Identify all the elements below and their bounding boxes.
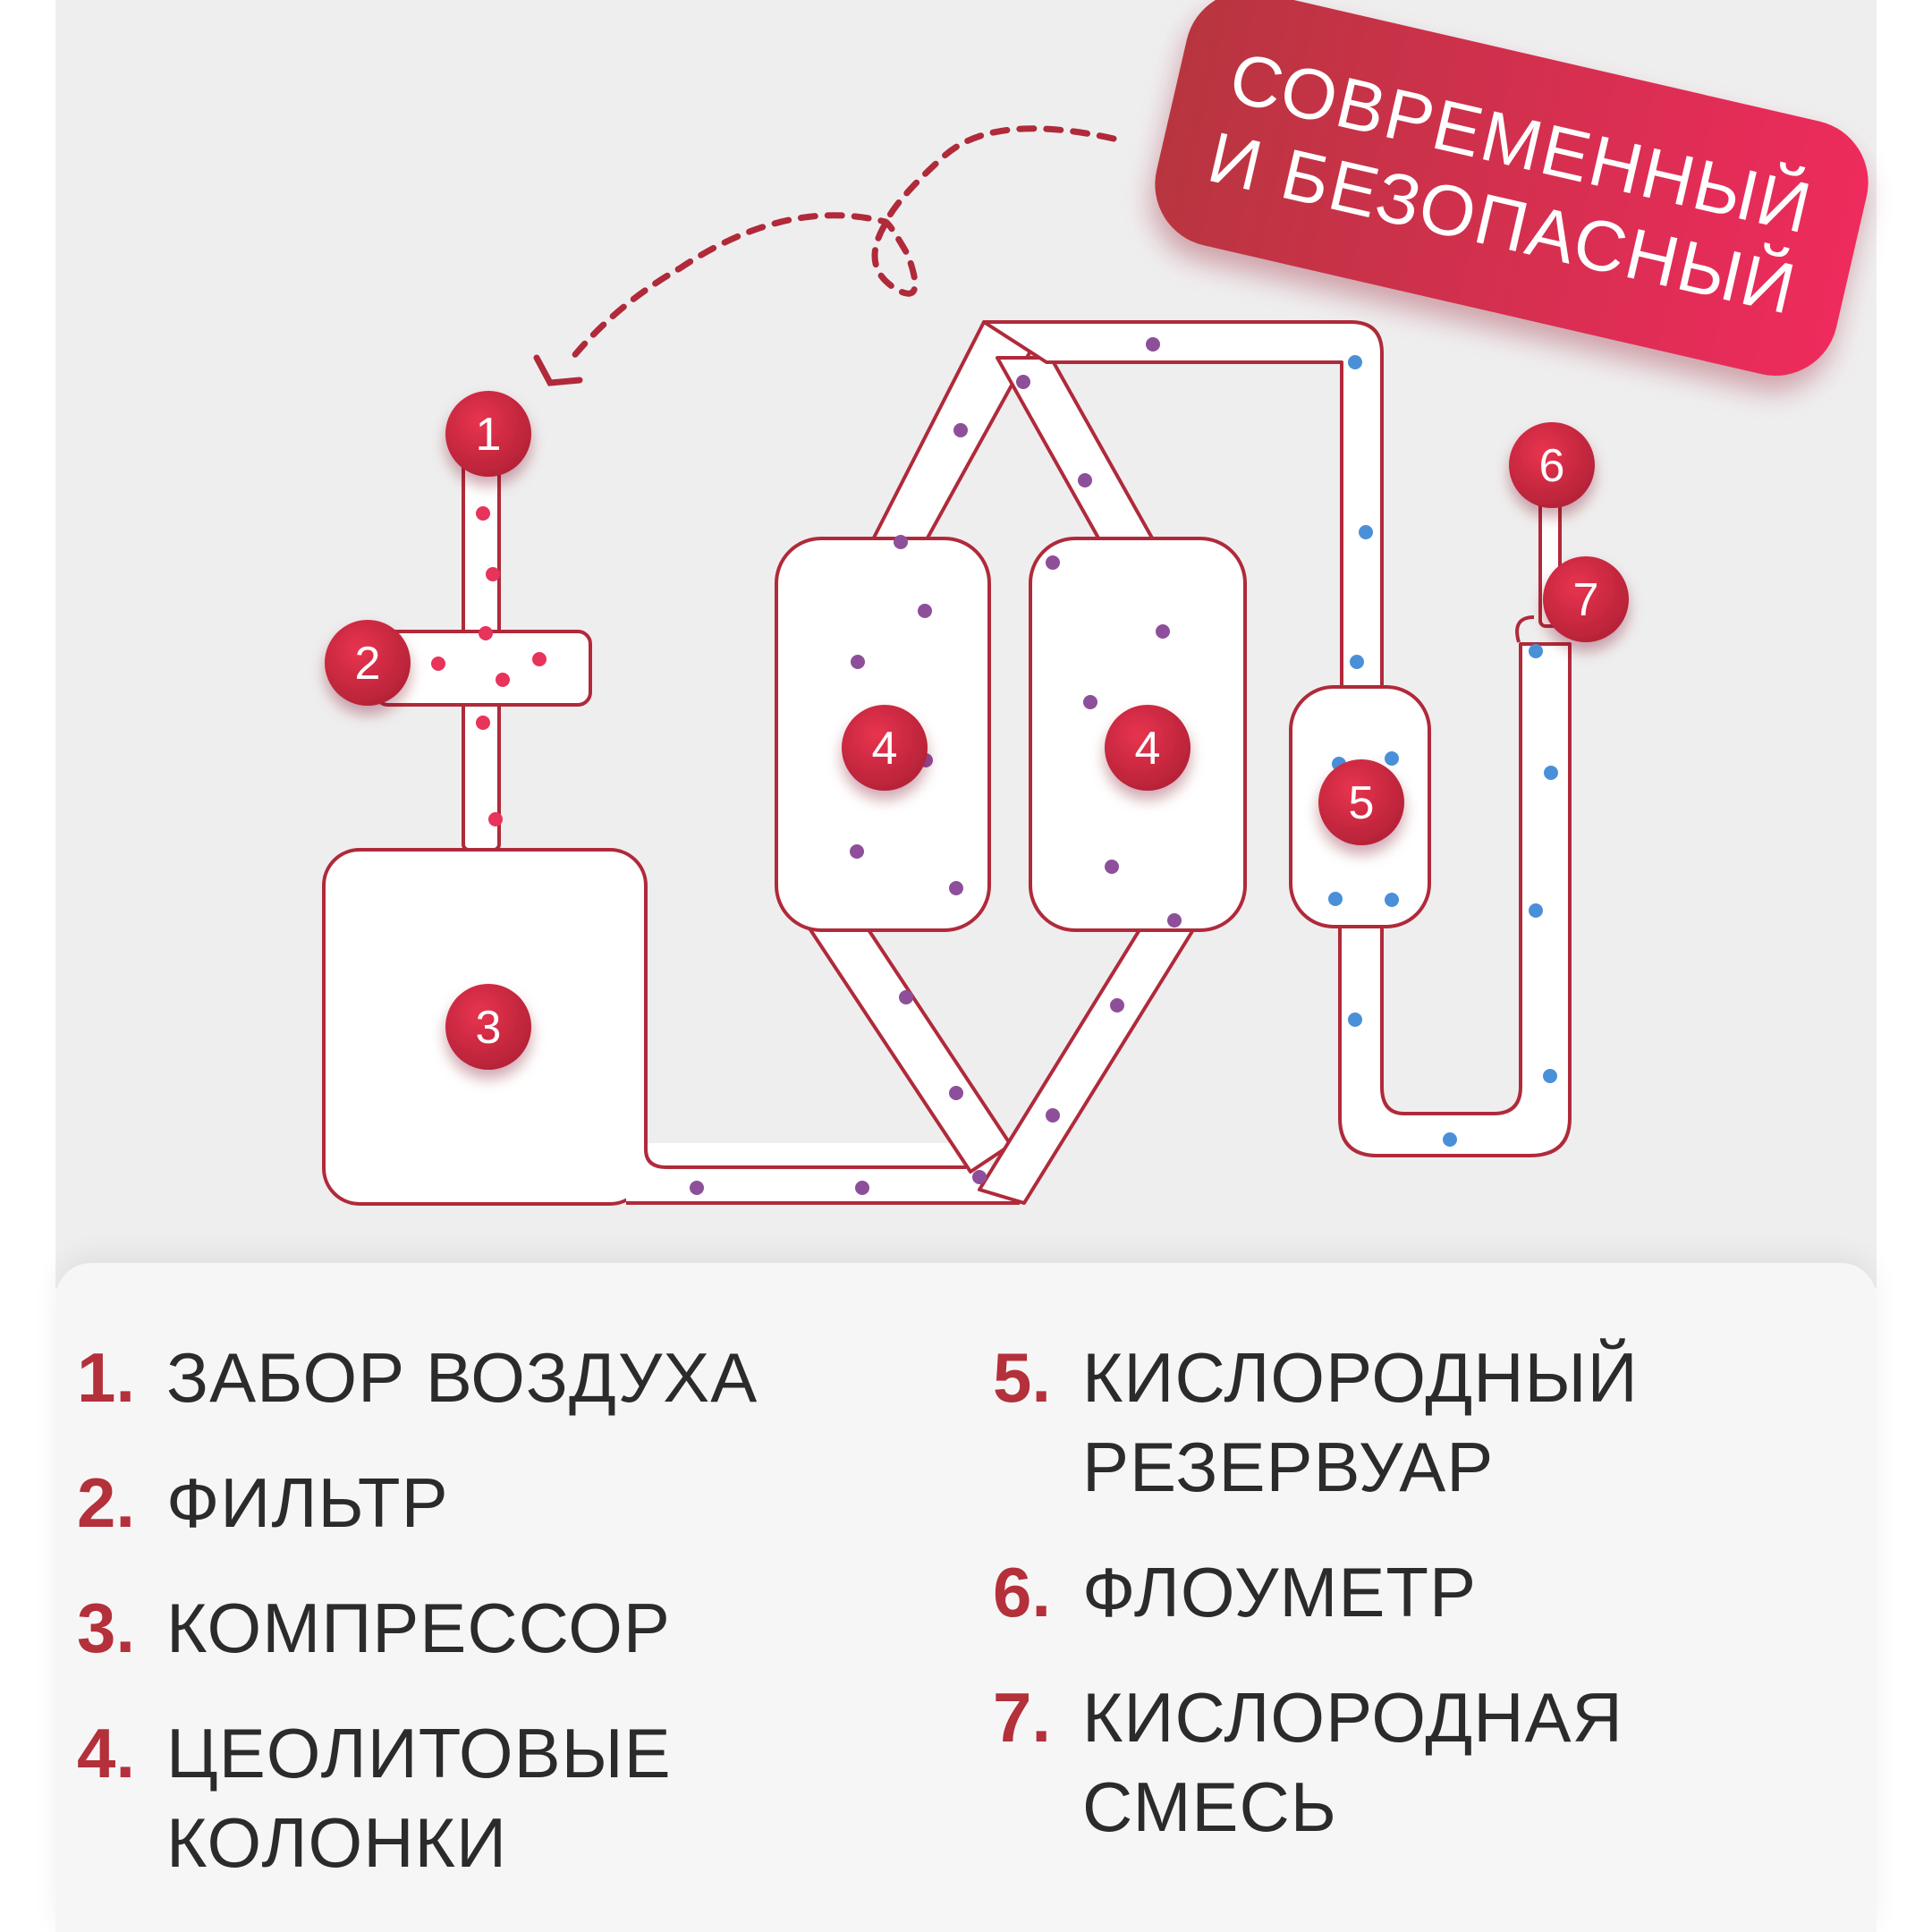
marker-3: 3: [445, 984, 531, 1070]
legend-number: 7.: [993, 1678, 1052, 1757]
marker-4-left: 4: [842, 705, 928, 791]
legend-label: ФИЛЬТР: [166, 1463, 449, 1542]
legend-number: 1.: [77, 1338, 136, 1417]
lower-left-pipe: [808, 927, 1013, 1174]
marker-4-right: 4: [1105, 705, 1191, 791]
legend-left: 1. ЗАБОР ВОЗДУХА 2. ФИЛЬТР 3. КОМПРЕССОР…: [77, 1333, 758, 1923]
legend-item: 4. ЦЕОЛИТОВЫЕ КОЛОНКИ: [77, 1708, 758, 1887]
oxygen-particles: [1328, 355, 1558, 1147]
legend-item: 2. ФИЛЬТР: [77, 1458, 758, 1547]
legend-label: КИСЛОРОДНЫЙ РЕЗЕРВУАР: [1082, 1338, 1639, 1506]
legend-label: КИСЛОРОДНАЯ СМЕСЬ: [1082, 1678, 1623, 1846]
legend-number: 4.: [77, 1714, 136, 1792]
legend-label: ЦЕОЛИТОВЫЕ КОЛОНКИ: [166, 1714, 672, 1882]
legend-number: 6.: [993, 1553, 1052, 1631]
legend-item: 3. КОМПРЕССОР: [77, 1583, 758, 1673]
legend-number: 5.: [993, 1338, 1052, 1417]
legend-item: 6. ФЛОУМЕТР: [993, 1547, 1639, 1637]
outlet-u-pipe: [1338, 642, 1572, 1157]
air-particles: [431, 506, 547, 826]
marker-2: 2: [325, 620, 411, 706]
legend-item: 5. КИСЛОРОДНЫЙ РЕЗЕРВУАР: [993, 1333, 1639, 1512]
top-pipe: [982, 320, 1384, 691]
oxygen-concentrator-diagram: 1 2 3 4 4 5 6 7: [322, 125, 1629, 1206]
svg-text:4: 4: [872, 723, 898, 775]
svg-text:2: 2: [355, 638, 381, 690]
legend-label: КОМПРЕССОР: [166, 1589, 671, 1667]
legend-label: ЗАБОР ВОЗДУХА: [166, 1338, 758, 1417]
svg-text:6: 6: [1539, 440, 1565, 492]
svg-text:7: 7: [1573, 574, 1599, 626]
mixed-particles: [690, 337, 1182, 1195]
svg-text:5: 5: [1349, 777, 1375, 829]
marker-5: 5: [1318, 759, 1404, 845]
marker-6: 6: [1509, 422, 1595, 508]
legend-label: ФЛОУМЕТР: [1082, 1553, 1478, 1631]
svg-text:3: 3: [476, 1002, 502, 1054]
legend-right: 5. КИСЛОРОДНЫЙ РЕЗЕРВУАР 6. ФЛОУМЕТР 7. …: [993, 1333, 1639, 1887]
intake-arrow-head: [533, 354, 583, 386]
lower-right-pipe: [978, 927, 1196, 1205]
svg-text:4: 4: [1135, 723, 1161, 775]
legend-panel: [55, 1263, 1877, 1932]
legend-item: 7. КИСЛОРОДНАЯ СМЕСЬ: [993, 1673, 1639, 1852]
compressor-outlet-pipe: [626, 1143, 1020, 1203]
marker-1: 1: [445, 391, 531, 477]
legend-number: 3.: [77, 1589, 136, 1667]
intake-arrow: [569, 125, 1117, 361]
legend-item: 1. ЗАБОР ВОЗДУХА: [77, 1333, 758, 1422]
marker-7: 7: [1543, 556, 1629, 642]
legend-number: 2.: [77, 1463, 136, 1542]
svg-text:1: 1: [476, 409, 502, 461]
